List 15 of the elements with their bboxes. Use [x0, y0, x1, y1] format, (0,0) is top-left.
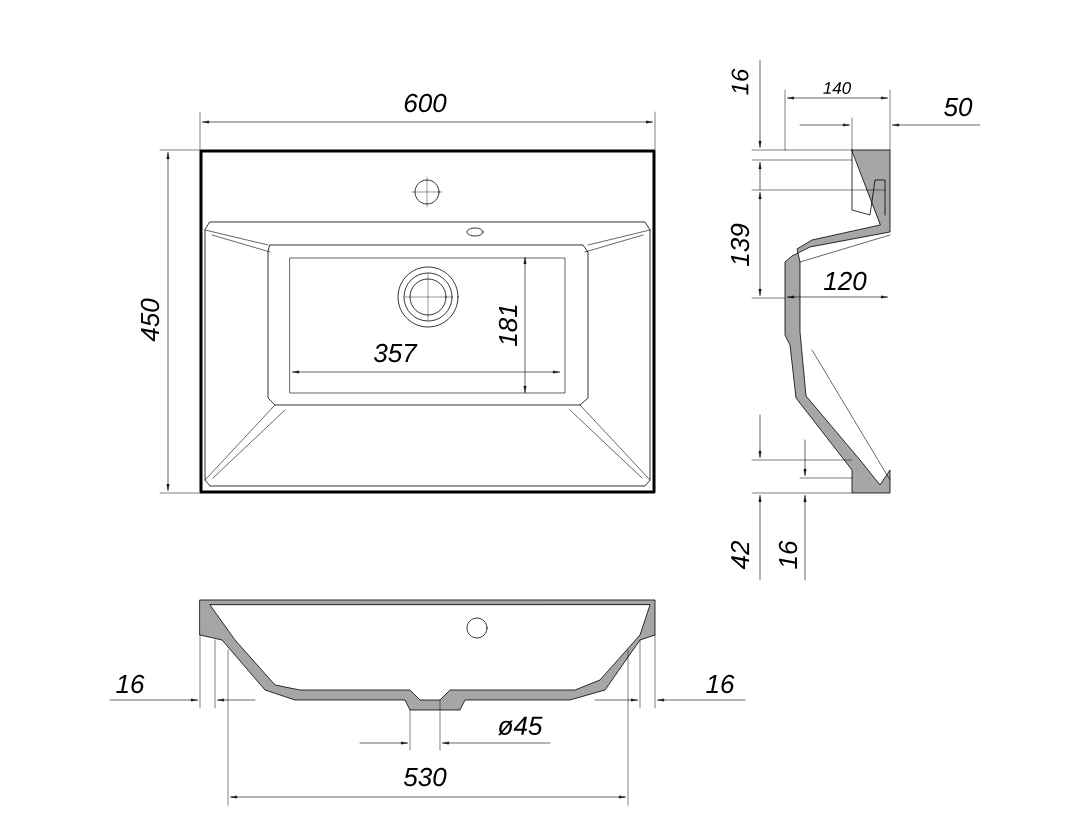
dimension-text: 140 — [823, 81, 852, 94]
dimension-text: 50 — [944, 97, 973, 117]
dimension-text: 42 — [730, 540, 750, 570]
dimension-text: 16 — [778, 540, 798, 569]
dimension-text: 16 — [706, 674, 735, 694]
dimension-text: 16 — [731, 68, 749, 95]
dimension-text: 181 — [498, 305, 518, 346]
dimension-text: 357 — [373, 343, 418, 363]
dimension-text: 139 — [730, 223, 750, 266]
dimension-text: 600 — [404, 93, 447, 113]
dimension-text: ø45 — [498, 716, 543, 736]
dimension-text: 16 — [116, 674, 145, 694]
dimension-text: 530 — [403, 767, 447, 787]
dimension-text: 450 — [140, 298, 160, 342]
dimension-text: 120 — [824, 271, 867, 291]
